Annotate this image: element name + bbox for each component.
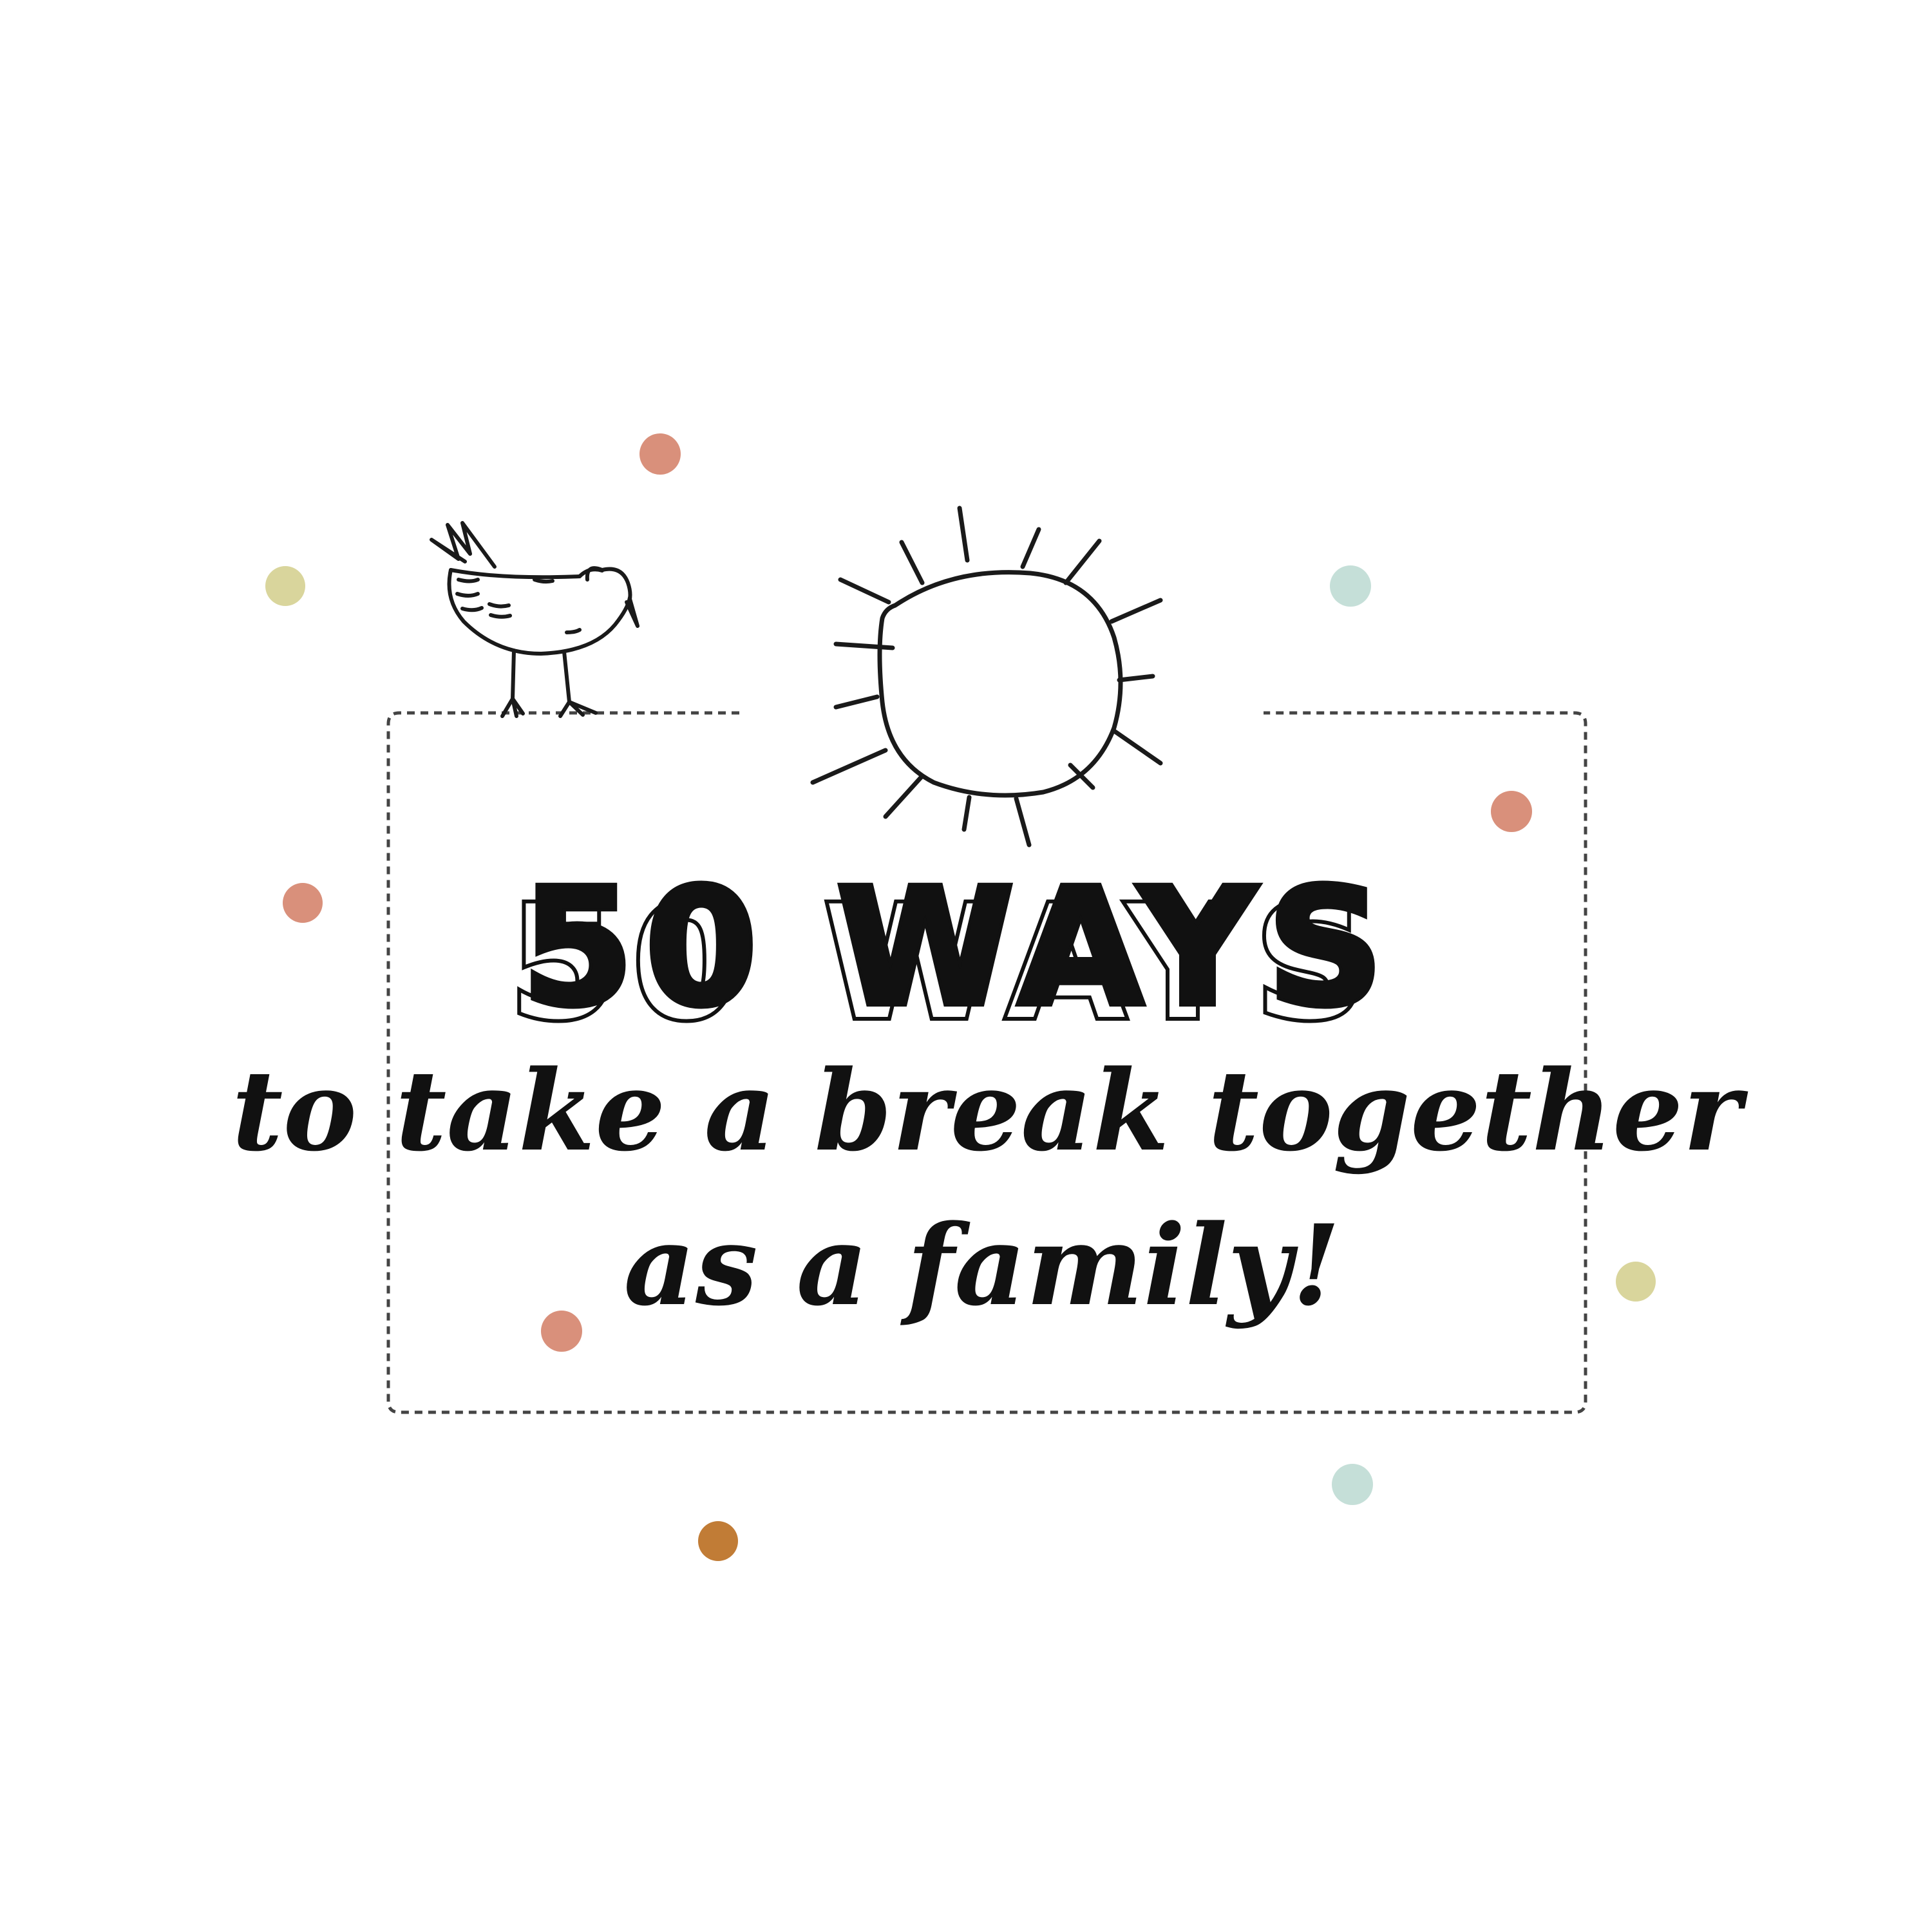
dot-olive-2: [1616, 1262, 1656, 1302]
dot-mint-2: [1332, 1464, 1373, 1505]
headline: 50 WAYS: [522, 854, 1395, 1041]
dot-terracotta-3: [283, 883, 323, 923]
dot-terracotta-4: [541, 1311, 582, 1352]
dot-ochre-1: [698, 1521, 738, 1561]
confetti-dots: [265, 433, 1656, 1561]
dashed-frame: [386, 711, 1587, 1414]
tagline-line-1: to take a break together: [232, 1045, 1748, 1176]
headline-shadow: 50 WAYS: [507, 869, 1380, 1057]
tagline-line-2: as a family!: [623, 1200, 1340, 1331]
dot-terracotta-1: [639, 433, 681, 475]
dot-terracotta-2: [1491, 791, 1532, 832]
bird-icon: [430, 521, 639, 718]
dot-mint-1: [1330, 565, 1371, 607]
dot-olive-1: [265, 566, 305, 606]
sun-icon: [810, 506, 1163, 848]
